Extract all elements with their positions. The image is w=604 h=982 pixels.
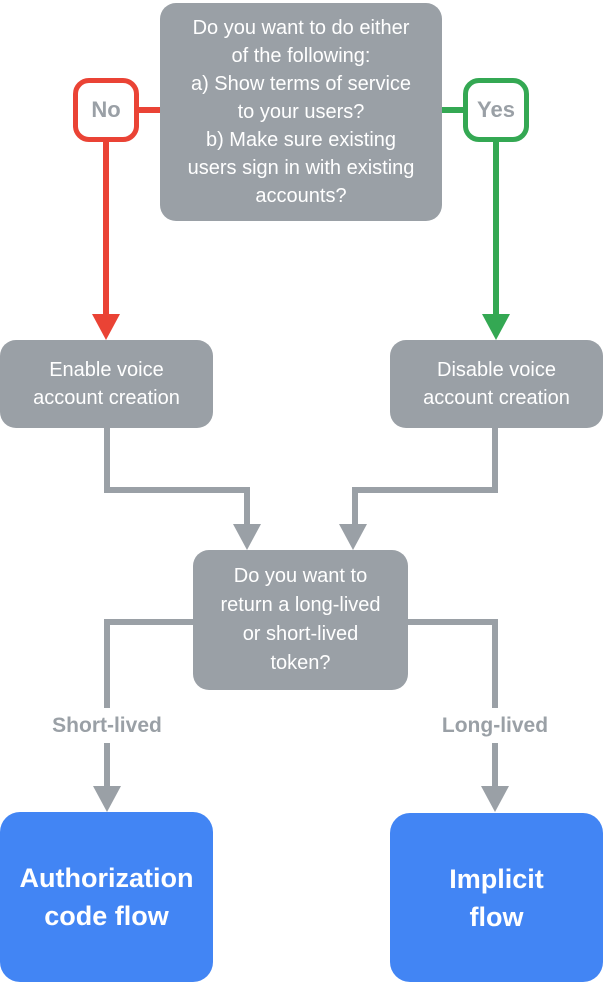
question-token-lifetime: Do you want to return a long-lived or sh… bbox=[193, 550, 408, 690]
short-lived-edge-label: Short-lived bbox=[22, 708, 192, 743]
arrow-yes-icon bbox=[482, 314, 510, 340]
arrow-no-icon bbox=[92, 314, 120, 340]
no-badge: No bbox=[73, 78, 139, 142]
connector-no-down bbox=[103, 140, 109, 314]
long-lived-edge-label: Long-lived bbox=[410, 708, 580, 743]
connector-disable-down bbox=[492, 428, 498, 490]
question-terms-of-service: Do you want to do either of the followin… bbox=[160, 3, 442, 221]
connector-enable-down bbox=[104, 428, 110, 490]
connector-shortlived-horizontal bbox=[104, 619, 193, 625]
arrow-shortlived-icon bbox=[93, 786, 121, 812]
connector-disable-horizontal bbox=[352, 487, 498, 493]
disable-voice-account-creation-text: Disable voice account creation bbox=[423, 359, 570, 409]
disable-voice-account-creation-box: Disable voice account creation bbox=[390, 340, 603, 428]
implicit-flow-box: Implicit flow bbox=[390, 813, 603, 982]
short-lived-edge-label-text: Short-lived bbox=[52, 713, 162, 737]
long-lived-edge-label-text: Long-lived bbox=[441, 713, 549, 737]
question-terms-of-service-text: Do you want to do either of the followin… bbox=[187, 17, 415, 207]
connector-yes-down bbox=[493, 140, 499, 314]
connector-longlived-down bbox=[492, 619, 498, 788]
no-badge-label: No bbox=[91, 97, 121, 122]
connector-no-to-question bbox=[139, 107, 160, 113]
arrow-disable-icon bbox=[339, 524, 367, 550]
arrow-enable-icon bbox=[233, 524, 261, 550]
connector-disable-into-question2 bbox=[352, 487, 358, 527]
connector-enable-horizontal bbox=[104, 487, 250, 493]
yes-badge-label: Yes bbox=[477, 97, 515, 122]
connector-longlived-horizontal bbox=[408, 619, 498, 625]
authorization-code-flow-box: Authorization code flow bbox=[0, 812, 213, 982]
connector-yes-to-question bbox=[442, 107, 463, 113]
authorization-code-flow-text: Authorization code flow bbox=[19, 863, 194, 931]
enable-voice-account-creation-text: Enable voice account creation bbox=[33, 359, 180, 409]
question-token-lifetime-text: Do you want to return a long-lived or sh… bbox=[220, 565, 381, 674]
connector-shortlived-down bbox=[104, 619, 110, 788]
yes-badge: Yes bbox=[463, 78, 529, 142]
implicit-flow-text: Implicit flow bbox=[449, 863, 544, 932]
enable-voice-account-creation-box: Enable voice account creation bbox=[0, 340, 213, 428]
connector-enable-into-question2 bbox=[244, 487, 250, 527]
arrow-longlived-icon bbox=[481, 786, 509, 812]
